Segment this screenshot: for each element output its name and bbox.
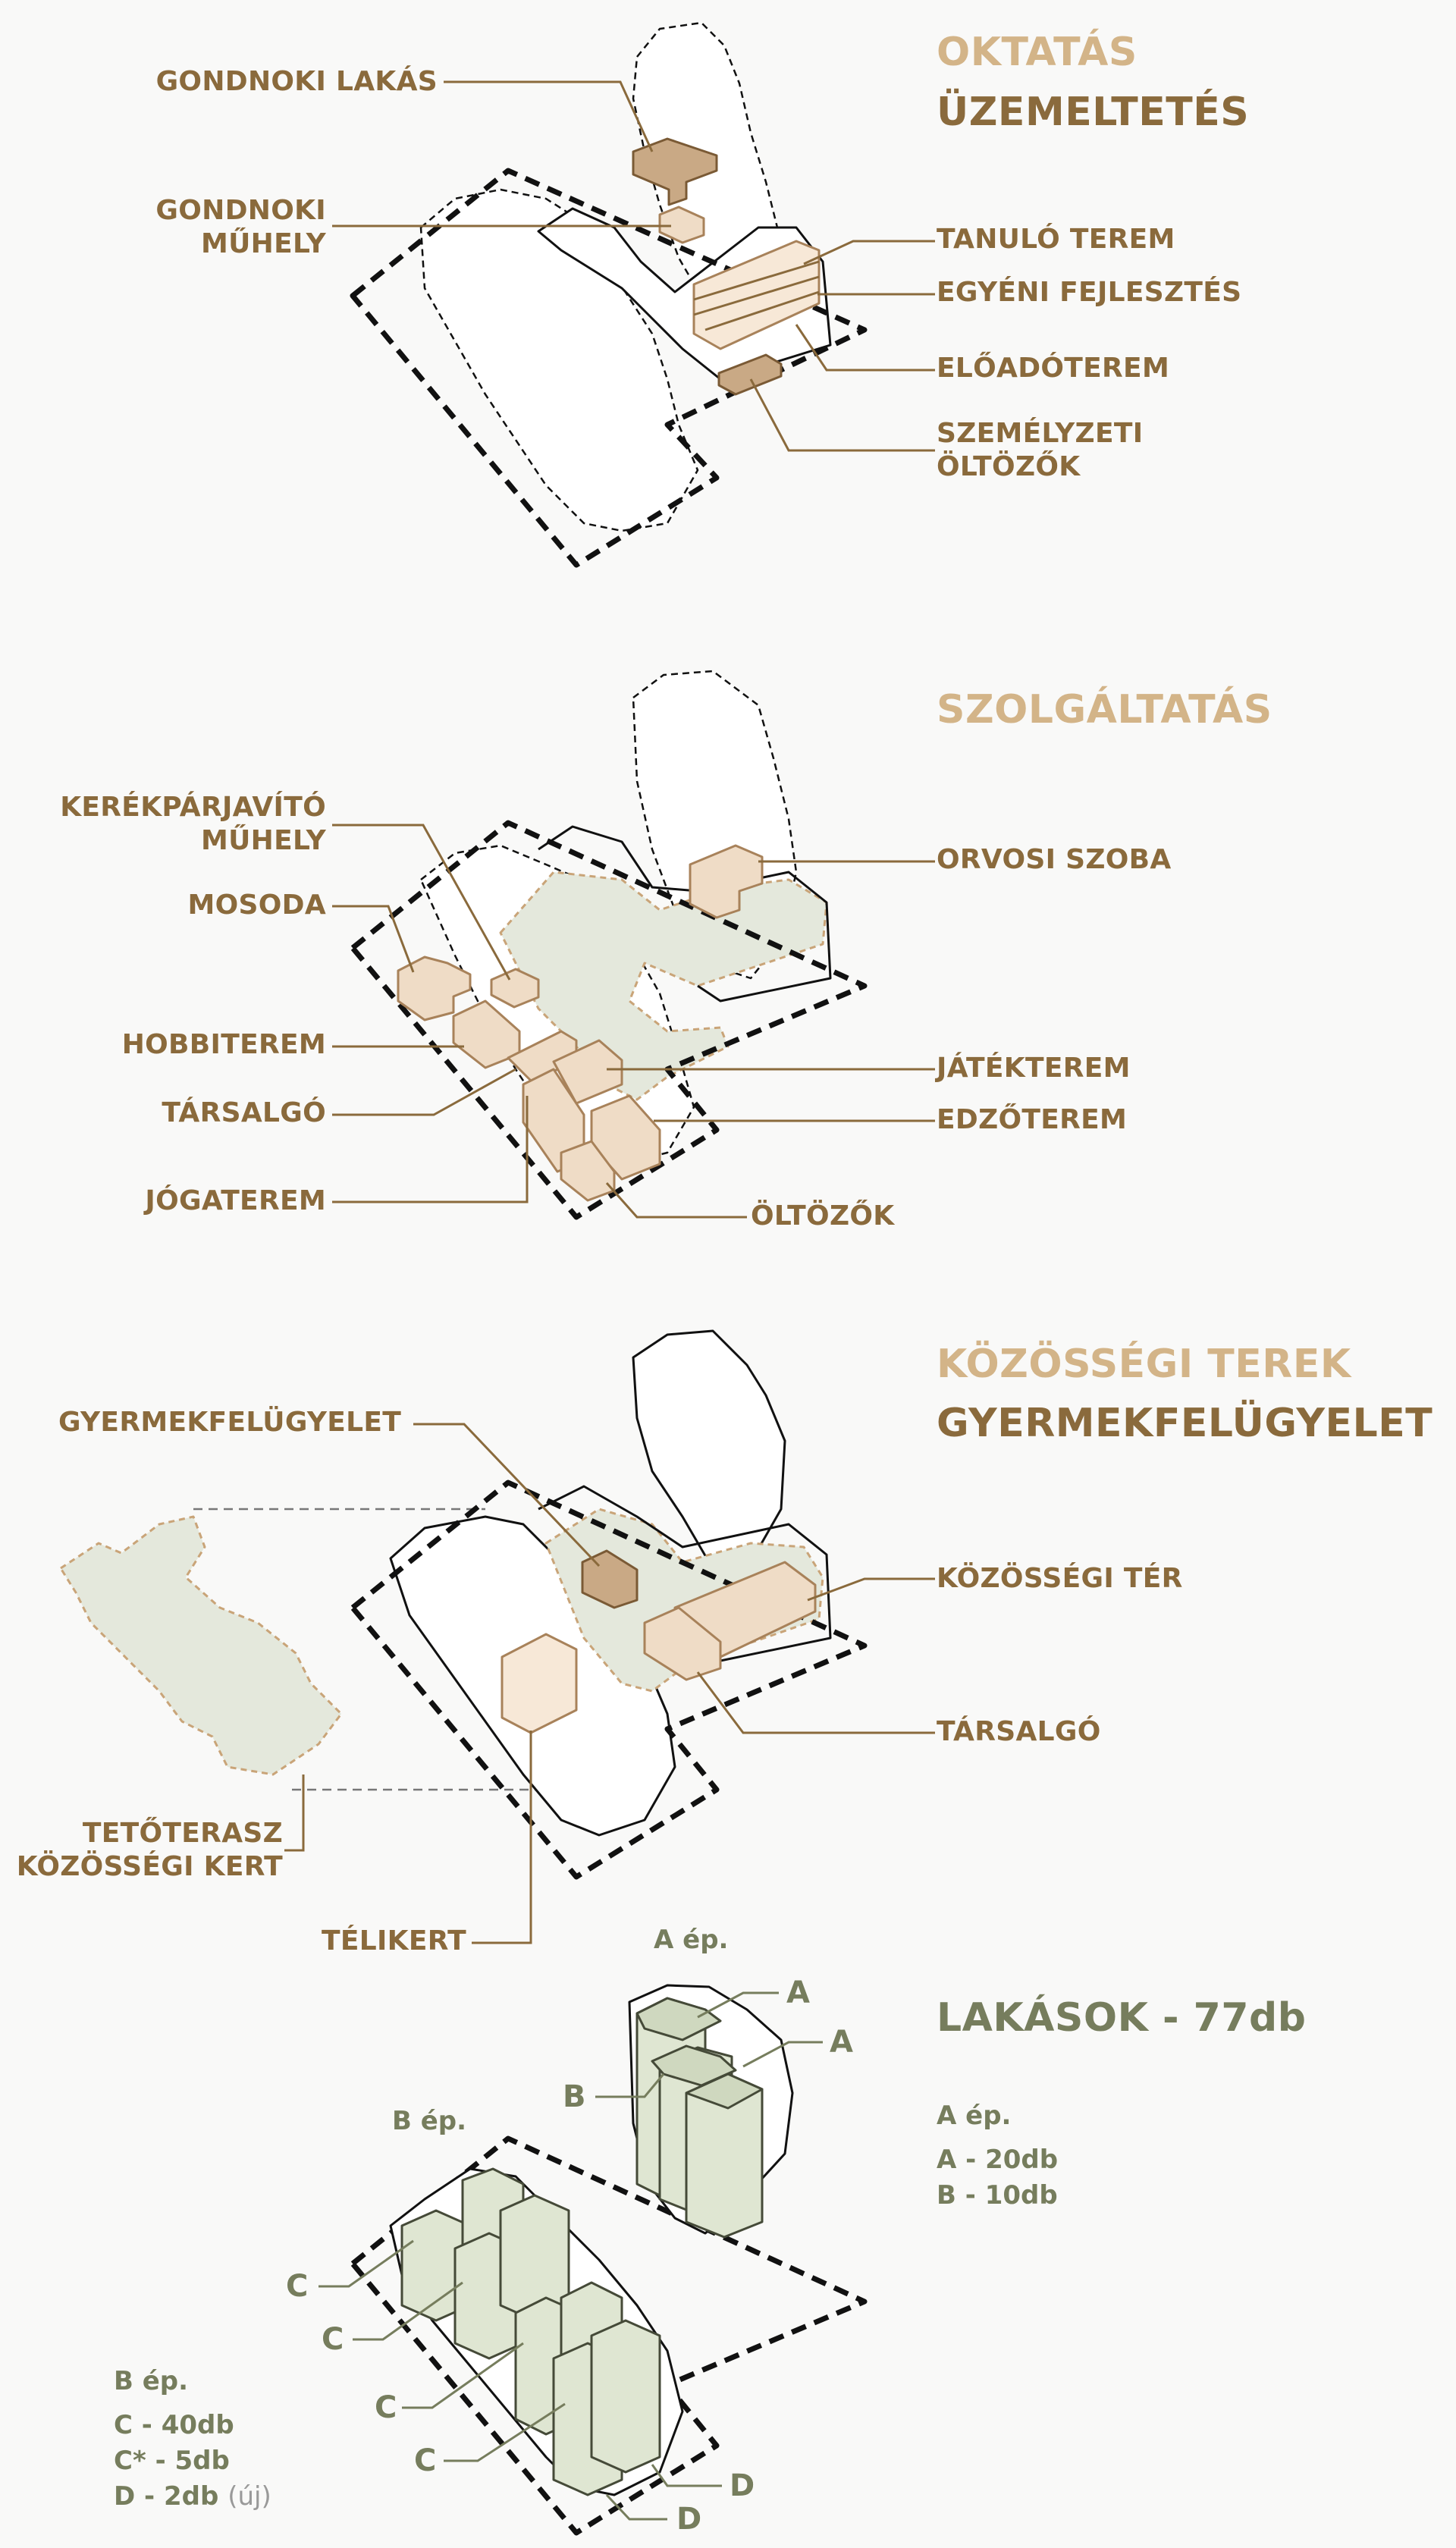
leader-d2 <box>605 2493 667 2521</box>
a-legend-line-1: A - 20db <box>937 2145 1059 2175</box>
leader-tanulo-terem <box>803 240 935 265</box>
leader-a1 <box>697 1991 779 2019</box>
gondnoki-lakas-box <box>632 137 718 206</box>
unit-letter-c1: C <box>286 2269 309 2304</box>
b-legend-line-3-text: D - 2db <box>114 2481 219 2512</box>
section4-drawing <box>318 1984 868 2536</box>
leader-a2 <box>742 2041 823 2068</box>
eloadoterem-box <box>717 353 783 396</box>
label-gondnoki-muhely: GONDNOKI MŰHELY <box>155 195 326 259</box>
kerekparjavito-box <box>490 968 540 1009</box>
leader-kozossegi-ter <box>807 1577 935 1602</box>
section3-title-top: KÖZÖSSÉGI TEREK <box>937 1341 1351 1387</box>
unit-letter-b: B <box>563 2079 586 2114</box>
leader-tarsalgo-3 <box>696 1671 935 1734</box>
section1-title-top: OKTATÁS <box>937 30 1138 75</box>
orvosi-szoba-box <box>689 844 764 919</box>
label-tarsalgo-3: TÁRSALGÓ <box>937 1716 1101 1747</box>
label-tetoterasz: TETŐTERASZ KÖZÖSSÉGI KERT <box>16 1818 283 1882</box>
roof-terrace-garden <box>59 1515 343 1776</box>
leader-szemelyzeti-oltozok <box>749 378 935 452</box>
floor-line-3 <box>704 290 820 331</box>
ground-footprint-3 <box>544 1508 824 1693</box>
b-legend-line-3: D - 2db (új) <box>114 2481 271 2512</box>
label-eloadoterem: ELŐADÓTEREM <box>937 353 1170 384</box>
b-legend-line-2: C* - 5db <box>114 2446 230 2476</box>
leader-oltozok <box>605 1182 747 1219</box>
leader-b <box>595 2073 665 2098</box>
label-jatekterem: JÁTÉKTEREM <box>937 1053 1131 1084</box>
leader-kerekparjavito <box>332 824 511 981</box>
a-legend-line-2: B - 10db <box>937 2180 1058 2211</box>
leader-c2 <box>353 2281 463 2341</box>
unit-letter-c3: C <box>375 2390 397 2425</box>
unit-letter-c4: C <box>414 2443 437 2478</box>
label-mosoda: MOSODA <box>187 890 326 921</box>
a-legend-heading: A ép. <box>937 2101 1012 2131</box>
section2-title: SZOLGÁLTATÁS <box>937 687 1272 733</box>
tower-solid-3 <box>632 1329 786 1564</box>
label-tanulo-terem: TANULÓ TEREM <box>937 224 1175 255</box>
label-orvosi-szoba: ORVOSI SZOBA <box>937 844 1172 875</box>
unit-letter-a2: A <box>830 2025 853 2060</box>
section3-drawing <box>59 1329 935 1944</box>
leader-tarsalgo <box>332 1068 516 1116</box>
leader-c3 <box>402 2342 524 2409</box>
leader-mosoda <box>332 905 415 973</box>
label-szemelyzeti-oltozok: SZEMÉLYZETI ÖLTÖZŐK <box>937 418 1144 482</box>
label-egyeni-fejlesztes: EGYÉNI FEJLESZTÉS <box>937 277 1242 308</box>
floor-line-2 <box>693 275 820 316</box>
label-gyermekfelugyelet: GYERMEKFELÜGYELET <box>58 1407 402 1438</box>
b-tower-8 <box>590 2319 661 2474</box>
unit-letter-a1: A <box>786 1975 810 2010</box>
gyermekfelugyelet-box <box>581 1549 639 1609</box>
leader-teliker <box>472 1731 532 1944</box>
section1-title-bottom: ÜZEMELTETÉS <box>937 89 1250 135</box>
gondnoki-muhely-box <box>658 206 705 244</box>
leader-eloadoterem <box>795 324 935 372</box>
main-building-outline-3 <box>538 1485 832 1662</box>
label-telikert: TÉLIKERT <box>321 1925 466 1956</box>
low-block-outline <box>419 188 699 532</box>
label-kozossegi-ter: KÖZÖSSÉGI TÉR <box>937 1563 1183 1594</box>
leader-teto-terasz <box>284 1774 305 1852</box>
label-oltozok: ÖLTÖZŐK <box>751 1200 895 1232</box>
unit-letter-d2: D <box>676 2502 702 2537</box>
section4-title: LAKÁSOK - 77db <box>937 1995 1307 2041</box>
tarsalgo-box-3 <box>643 1606 722 1681</box>
label-kerekparjavito-muhely: KERÉKPÁRJAVÍTÓ MŰHELY <box>60 792 326 856</box>
section1-drawing <box>332 21 935 568</box>
label-tarsalgo: TÁRSALGÓ <box>162 1097 326 1128</box>
leader-d1 <box>651 2464 722 2487</box>
leader-c1 <box>318 2239 414 2288</box>
site-boundary-3 <box>350 1480 868 1880</box>
a-tower-1-top <box>635 1997 722 2041</box>
section3-title-bottom: GYERMEKFELÜGYELET <box>937 1401 1433 1446</box>
unit-letter-c2: C <box>322 2322 344 2357</box>
b-legend-note: (új) <box>228 2481 271 2512</box>
b-tower-4 <box>499 2194 570 2322</box>
mosoda-box <box>397 956 472 1021</box>
label-jogaterem: JÓGATEREM <box>145 1185 326 1216</box>
floor-line-1 <box>693 260 820 301</box>
label-hobbiterem: HOBBITEREM <box>121 1029 326 1060</box>
label-gondnoki-lakas: GONDNOKI LAKÁS <box>155 66 438 97</box>
b-legend-heading: B ép. <box>114 2366 189 2396</box>
label-edzoterem: EDZŐTEREM <box>937 1104 1128 1135</box>
site-boundary-1 <box>350 168 868 568</box>
leader-jogaterem <box>332 1096 529 1203</box>
building-a-label: A ép. <box>654 1925 729 1955</box>
telikert-box <box>500 1633 578 1734</box>
building-b-label: B ép. <box>392 2106 467 2136</box>
unit-letter-d1: D <box>730 2468 755 2503</box>
leader-gondnoki-lakas <box>444 80 654 152</box>
main-building-outline <box>537 207 832 381</box>
leader-c4 <box>444 2402 566 2462</box>
section2-drawing <box>332 670 935 1220</box>
leader-gyermekfelugyelet <box>413 1423 601 1567</box>
a-tower-3-top <box>685 2073 764 2110</box>
b-legend-line-1: C - 40db <box>114 2410 234 2440</box>
